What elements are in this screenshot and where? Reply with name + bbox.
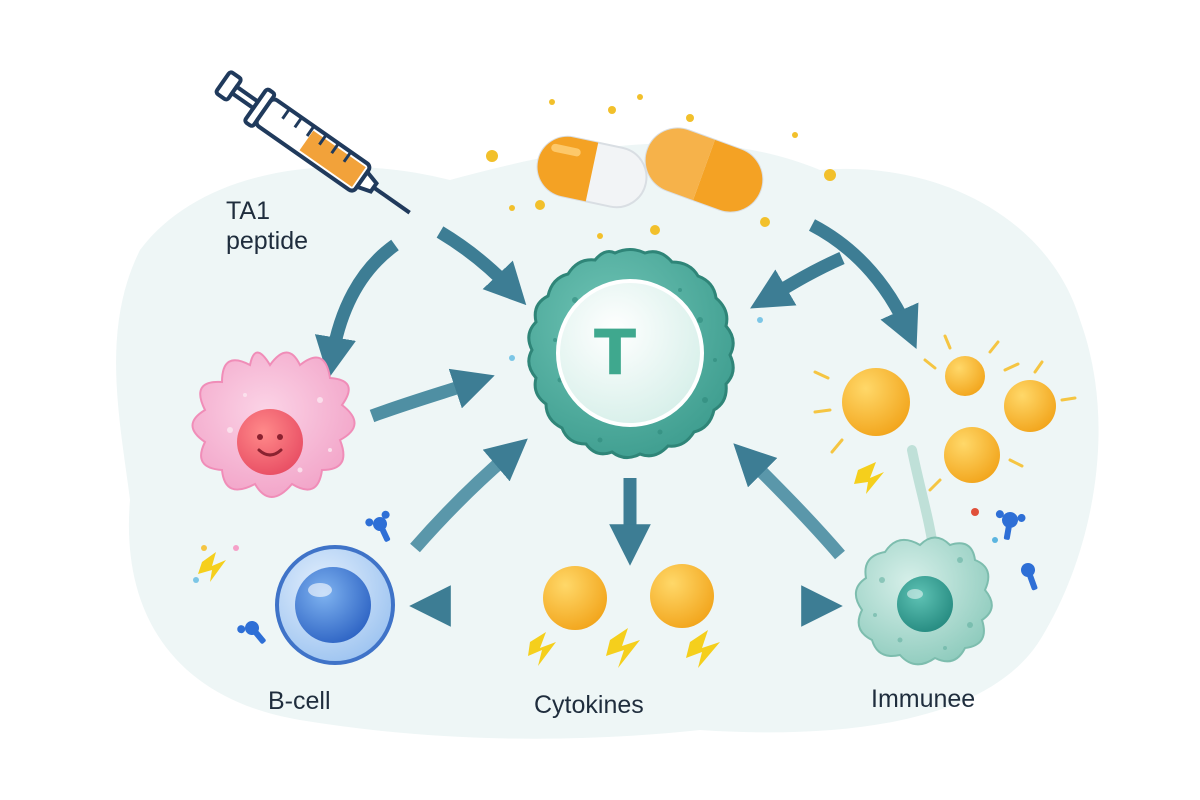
b-cell-icon: [275, 545, 395, 665]
arrow-syringe-to-tcell: [436, 226, 527, 306]
arrow-bcell-to-tcell: [410, 438, 528, 553]
antibody-icon: [237, 510, 1038, 644]
sparkle-rays: [813, 334, 1077, 492]
immune-label: Immunee: [871, 685, 976, 713]
sparkle-dots: [486, 94, 836, 239]
t-cell-label: T: [593, 316, 637, 389]
cytokine-icon: [842, 356, 1056, 483]
lightning-icon: [198, 462, 884, 668]
sparkle-dots: [193, 317, 998, 583]
b-cell-label: B-cell: [268, 687, 331, 715]
cytokines-label: Cytokines: [534, 691, 644, 719]
cytokine-icon: [543, 564, 714, 630]
arrow-capsule-to-tcell: [750, 252, 845, 309]
t-cell-icon: [527, 248, 735, 459]
arrow-to-pink-cell: [314, 239, 399, 379]
arrow-capsule-to-cytokines: [808, 219, 919, 349]
capsule-icon: [644, 127, 764, 213]
dendritic-cell-icon: [191, 351, 356, 498]
syringe-icon: [214, 70, 411, 215]
macrophage-icon: [855, 536, 993, 666]
arrows: [314, 219, 919, 566]
arrow-immune-to-tcell: [733, 443, 845, 560]
arrow-pink-to-tcell: [369, 368, 495, 423]
ta1-peptide-label: TA1 peptide: [226, 197, 309, 255]
capsule-icon: [536, 135, 648, 209]
